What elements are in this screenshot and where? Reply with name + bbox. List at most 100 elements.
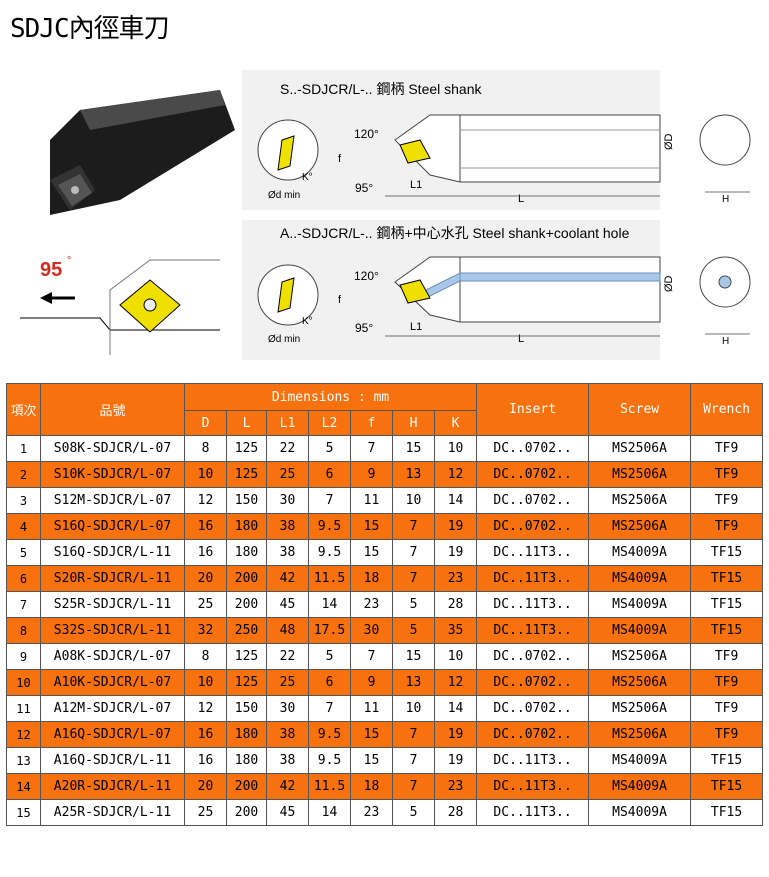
table-cell: 20	[184, 773, 227, 800]
svg-text:H: H	[722, 336, 729, 347]
table-cell: A12M-SDJCR/L-07	[40, 695, 185, 722]
table-cell: 25	[184, 591, 227, 618]
table-cell: MS4009A	[588, 591, 692, 618]
table-cell: 15	[350, 513, 393, 540]
table-cell: 30	[266, 487, 309, 514]
table-cell: 25	[184, 799, 227, 826]
table-cell: 15	[350, 721, 393, 748]
tool-figure: 95 ° S..-SDJCR/L-.. 鋼柄 Steel shank K° Ød…	[20, 70, 751, 360]
table-cell: TF9	[690, 435, 764, 462]
table-cell: DC..11T3..	[476, 773, 590, 800]
svg-text:L: L	[518, 333, 524, 345]
table-cell: 11	[350, 487, 393, 514]
table-cell: 23	[350, 799, 393, 826]
table-cell: 200	[226, 773, 267, 800]
table-cell: 6	[308, 461, 351, 488]
table-cell: 9.5	[308, 539, 351, 566]
table-cell: 5	[392, 799, 435, 826]
table-cell: TF15	[690, 747, 764, 774]
table-cell: A16Q-SDJCR/L-11	[40, 747, 185, 774]
table-cell: 13	[6, 747, 41, 774]
table-cell: TF15	[690, 799, 764, 826]
header-dim: L2	[308, 410, 351, 436]
table-cell: 28	[433, 591, 478, 618]
angle-label: 95	[40, 259, 62, 281]
table-cell: DC..0702..	[476, 643, 590, 670]
table-cell: 6	[6, 565, 41, 592]
table-cell: 25	[266, 669, 309, 696]
header-screw: Screw	[588, 383, 692, 436]
table-cell: 38	[266, 539, 309, 566]
table-cell: 14	[6, 773, 41, 800]
svg-text:120°: 120°	[354, 269, 379, 283]
angle-schematic: 95 °	[20, 255, 220, 355]
table-cell: MS4009A	[588, 747, 692, 774]
table-cell: 7	[308, 695, 351, 722]
table-cell: S16Q-SDJCR/L-11	[40, 539, 185, 566]
table-cell: 5	[308, 435, 351, 462]
table-cell: DC..11T3..	[476, 591, 590, 618]
table-cell: MS2506A	[588, 695, 692, 722]
table-cell: MS2506A	[588, 513, 692, 540]
table-cell: TF9	[690, 487, 764, 514]
table-cell: 7	[6, 591, 41, 618]
header-dimensions: Dimensions : mm	[183, 383, 478, 411]
table-cell: TF9	[690, 695, 764, 722]
table-cell: DC..0702..	[476, 695, 590, 722]
table-cell: S16Q-SDJCR/L-07	[40, 513, 185, 540]
svg-text:Ød min: Ød min	[268, 190, 300, 201]
svg-text:K°: K°	[302, 172, 313, 183]
table-cell: TF9	[690, 669, 764, 696]
table-cell: 23	[433, 565, 478, 592]
table-cell: DC..0702..	[476, 487, 590, 514]
table-cell: S25R-SDJCR/L-11	[40, 591, 185, 618]
table-cell: A16Q-SDJCR/L-07	[40, 721, 185, 748]
drawing1-caption: S..-SDJCR/L-.. 鋼柄 Steel shank	[280, 81, 483, 97]
svg-text:95°: 95°	[355, 321, 373, 335]
table-cell: 14	[433, 487, 478, 514]
table-cell: MS2506A	[588, 669, 692, 696]
table-cell: 30	[350, 617, 393, 644]
header-dim: L	[226, 410, 267, 436]
table-cell: MS2506A	[588, 461, 692, 488]
table-cell: 42	[266, 565, 309, 592]
svg-text:95°: 95°	[355, 181, 373, 195]
table-cell: 6	[308, 669, 351, 696]
table-cell: TF15	[690, 539, 764, 566]
table-cell: 2	[6, 461, 41, 488]
header-dim: K	[433, 410, 478, 436]
table-cell: 13	[392, 669, 435, 696]
table-cell: 11.5	[308, 773, 351, 800]
header-dim: L1	[266, 410, 309, 436]
table-cell: 125	[226, 669, 267, 696]
table-cell: 11	[350, 695, 393, 722]
table-cell: 10	[184, 669, 227, 696]
table-cell: 48	[266, 617, 309, 644]
table-cell: 16	[184, 721, 227, 748]
table-cell: 9	[350, 461, 393, 488]
table-cell: MS4009A	[588, 539, 692, 566]
table-cell: MS4009A	[588, 773, 692, 800]
table-cell: TF9	[690, 513, 764, 540]
table-cell: A20R-SDJCR/L-11	[40, 773, 185, 800]
table-cell: DC..11T3..	[476, 617, 590, 644]
table-cell: S32S-SDJCR/L-11	[40, 617, 185, 644]
table-cell: 125	[226, 643, 267, 670]
table-cell: DC..11T3..	[476, 565, 590, 592]
table-cell: 45	[266, 591, 309, 618]
table-cell: 180	[226, 721, 267, 748]
table-cell: 15	[6, 799, 41, 826]
table-cell: 35	[433, 617, 478, 644]
table-cell: 38	[266, 721, 309, 748]
drawing-coolant-hole: A..-SDJCR/L-.. 鋼柄+中心水孔 Steel shank+coola…	[242, 220, 751, 360]
table-cell: 9.5	[308, 513, 351, 540]
